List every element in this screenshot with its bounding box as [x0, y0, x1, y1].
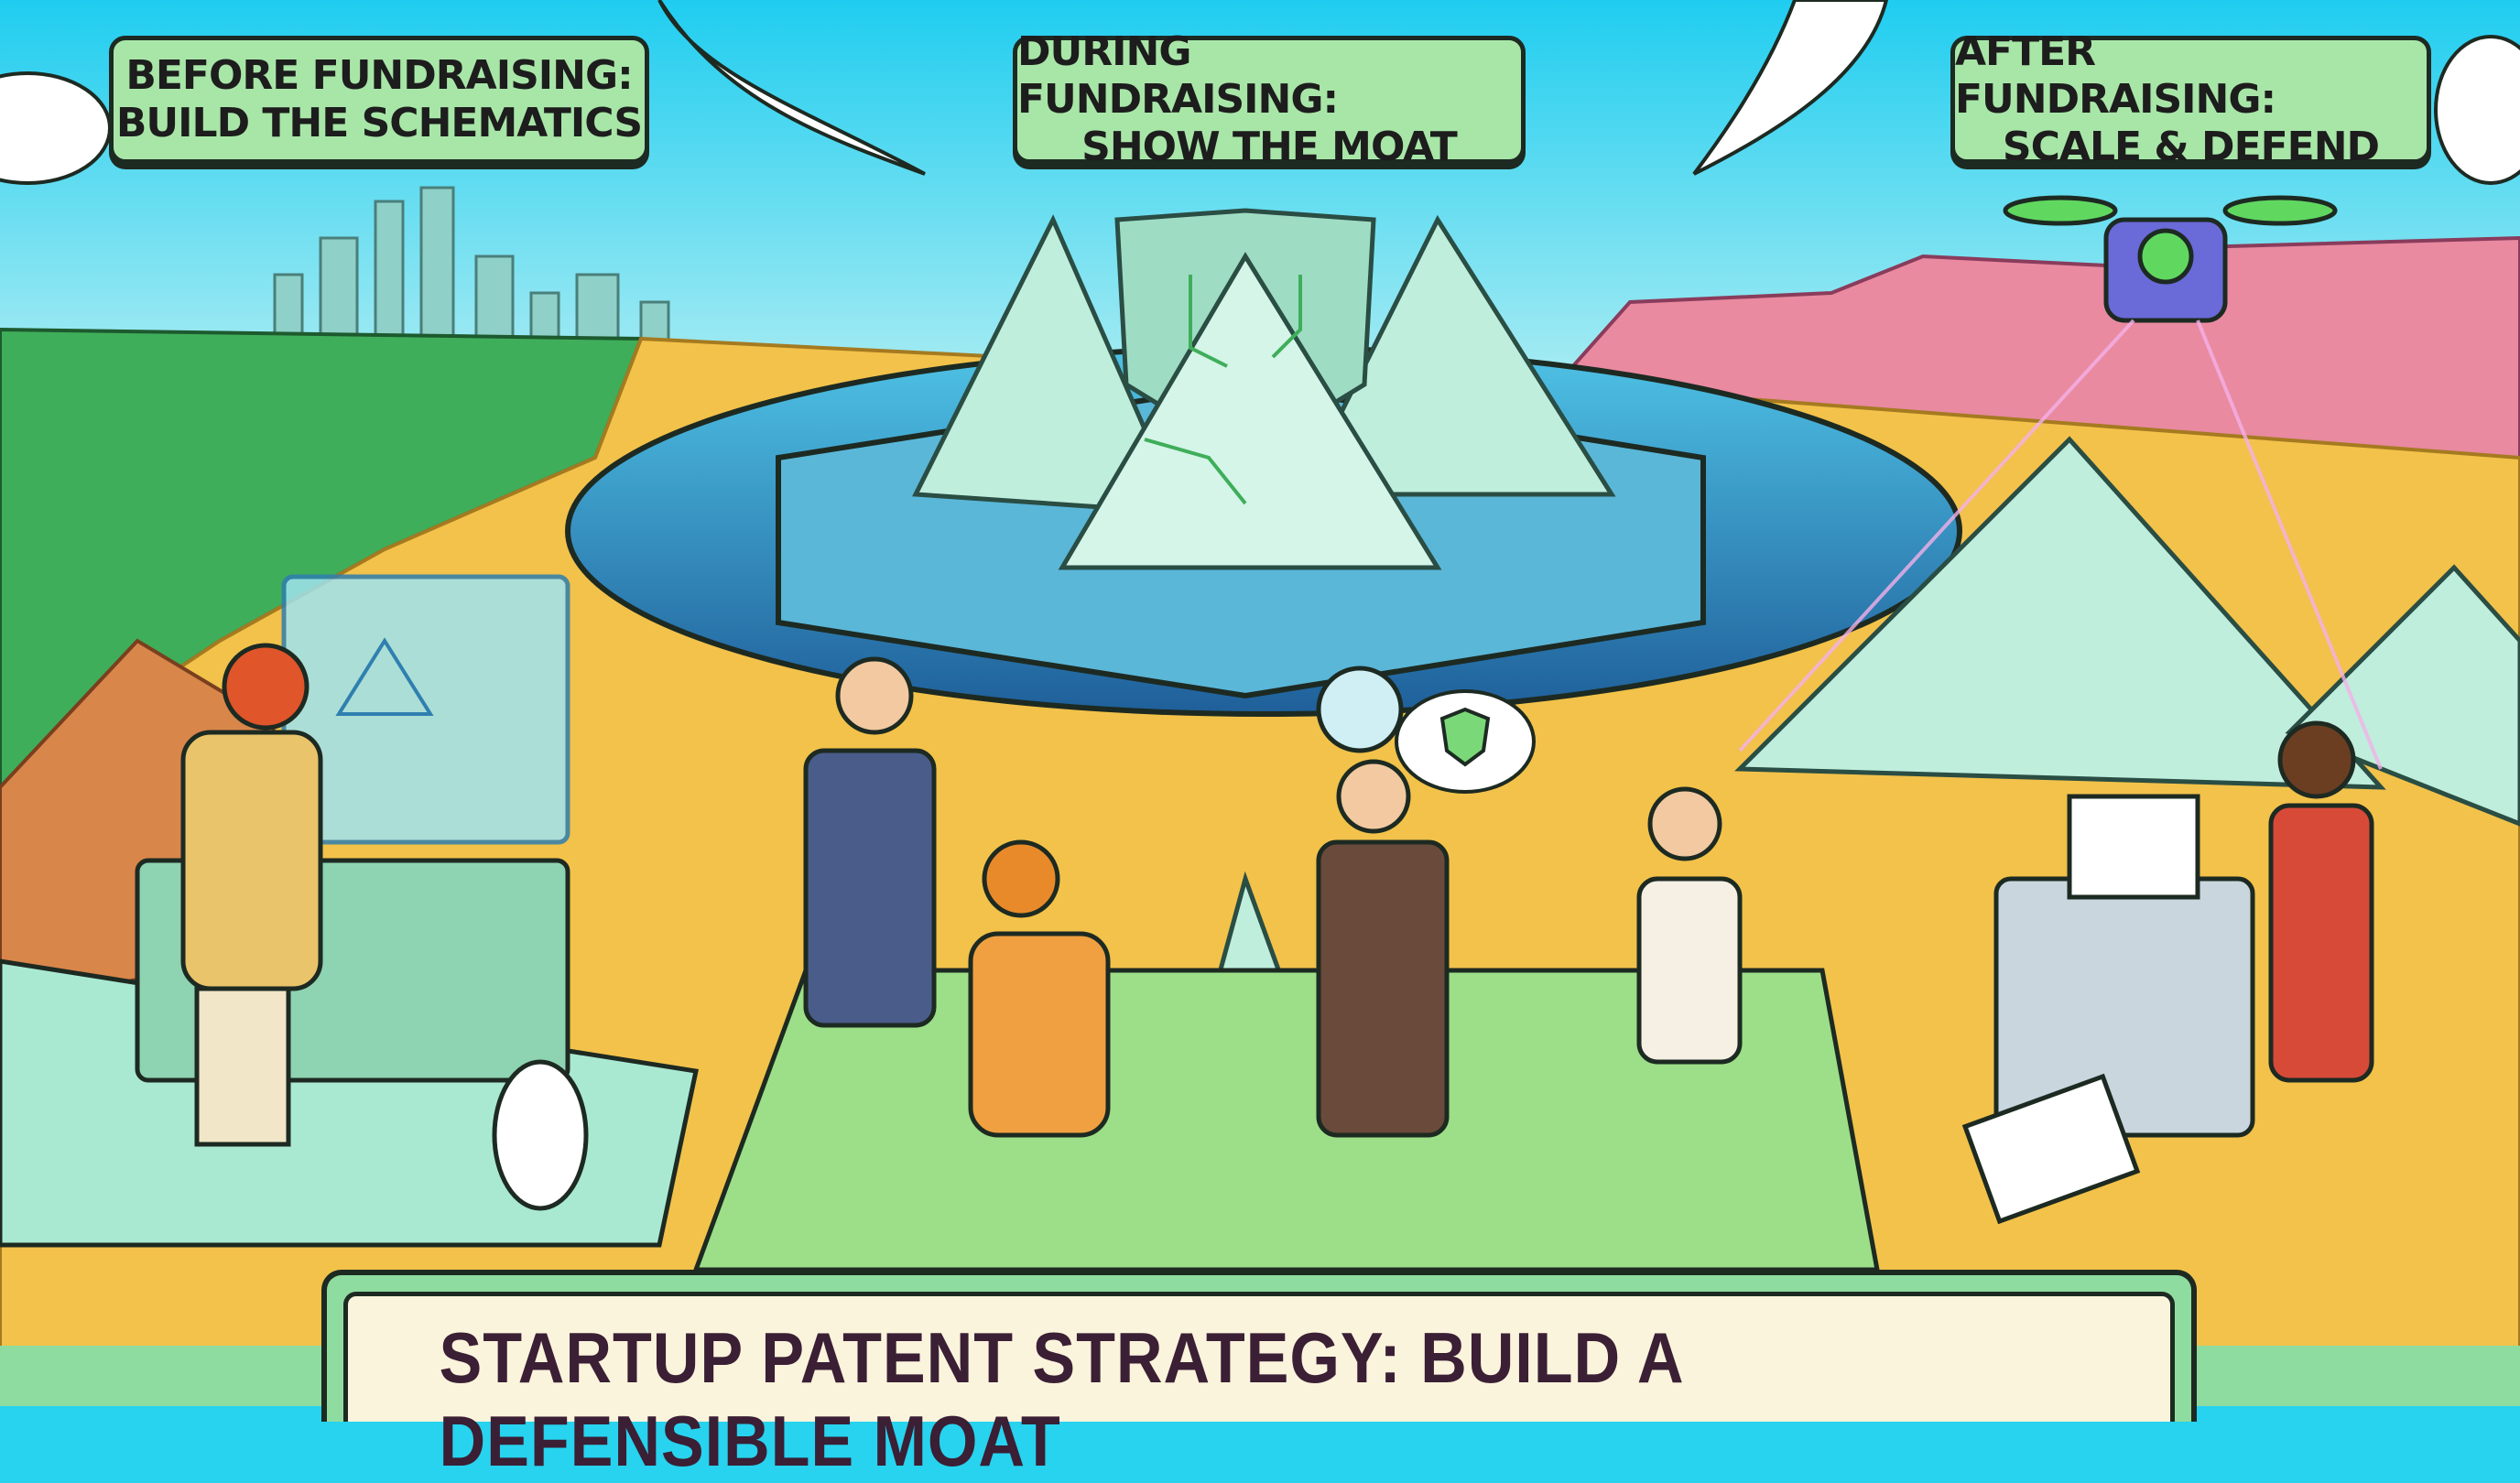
thought-bubble-shield-icon	[1396, 691, 1534, 792]
title-banner-inner: STARTUP PATENT STRATEGY: BUILD A DEFENSI…	[343, 1292, 2175, 1422]
title-banner: STARTUP PATENT STRATEGY: BUILD A DEFENSI…	[321, 1270, 2197, 1422]
after-fundraising-label: AFTER FUNDRAISING: SCALE & DEFEND	[1950, 36, 2431, 164]
label-line: AFTER FUNDRAISING:	[1955, 28, 2427, 124]
illustration-scene	[0, 0, 2520, 1406]
label-line: SCALE & DEFEND	[2003, 124, 2379, 171]
during-fundraising-label: DURING FUNDRAISING: SHOW THE MOAT	[1013, 36, 1526, 164]
banner-title: STARTUP PATENT STRATEGY: BUILD A DEFENSI…	[440, 1316, 2080, 1483]
label-line: SHOW THE MOAT	[1081, 124, 1457, 171]
label-line: BUILD THE SCHEMATICS	[116, 100, 642, 147]
before-fundraising-label: BEFORE FUNDRAISING: BUILD THE SCHEMATICS	[109, 36, 649, 164]
label-line: DURING FUNDRAISING:	[1017, 28, 1521, 124]
label-line: BEFORE FUNDRAISING:	[125, 52, 632, 100]
